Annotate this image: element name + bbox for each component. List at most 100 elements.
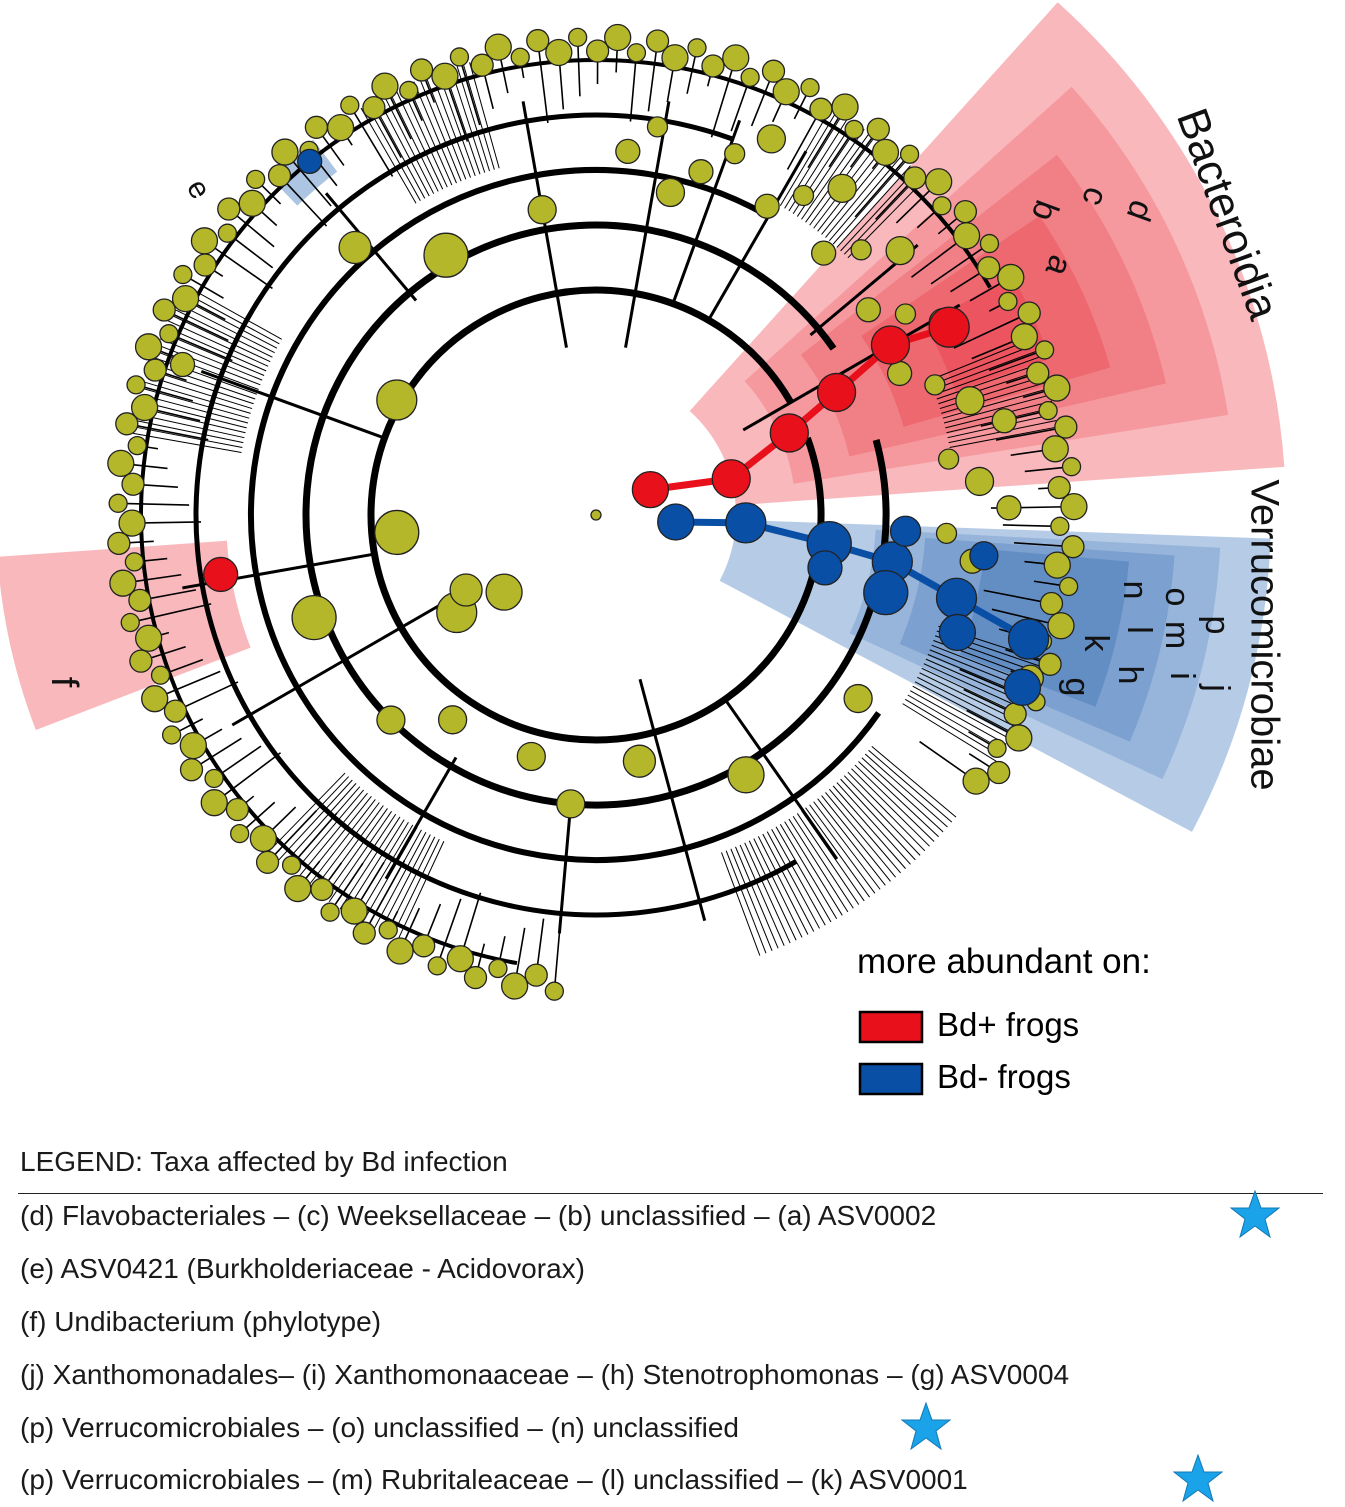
branch-fan [784, 821, 843, 916]
node-leaf [326, 113, 355, 142]
node-leaf [604, 23, 632, 52]
branch-fan [771, 829, 826, 926]
node-internal [376, 705, 406, 735]
node-leaf [925, 168, 953, 196]
legend-row-verrucomicrobiales-rubritaleaceae: (p) Verrucomicrobiales – (m) Rubritaleac… [20, 1464, 968, 1496]
node-leaf [1060, 493, 1088, 521]
node-leaf [120, 612, 140, 633]
branch-fan [297, 792, 368, 879]
branch-fan [267, 772, 346, 853]
branch-fan [917, 676, 1016, 728]
node-leaf [997, 263, 1025, 292]
branch-fan [165, 326, 267, 372]
branch-leaf [930, 246, 985, 285]
branch-fan [792, 815, 854, 909]
legend-label-bd-negative: Bd- frogs [937, 1058, 1071, 1095]
node-leaf [955, 386, 985, 416]
node-leaf [903, 166, 927, 190]
branch-fan [173, 308, 273, 358]
branch-fan [832, 785, 906, 869]
node-leaf [431, 62, 459, 90]
node-leaf [935, 522, 958, 545]
branch-fan [134, 426, 243, 449]
node-leaf [1026, 361, 1050, 385]
node-leaf [1043, 551, 1071, 579]
branch-fan [779, 823, 838, 919]
branch-leaf [988, 351, 1040, 372]
node-leaf [544, 981, 564, 1001]
node-leaf [645, 29, 670, 53]
legend-divider [18, 1193, 1323, 1194]
branch-fan [307, 799, 376, 887]
node-leaf [446, 945, 474, 973]
branch-fan [456, 65, 491, 172]
branch-fan [942, 388, 1049, 419]
branch-fan [725, 850, 767, 954]
highlight-d [744, 86, 1229, 484]
branch-fan [302, 796, 372, 883]
node-leaf [108, 493, 128, 513]
star-icon [1230, 1190, 1280, 1238]
node-leaf [249, 824, 278, 853]
branch-leaf [232, 212, 275, 248]
branch-fan [796, 813, 860, 905]
branch-fan [721, 852, 761, 956]
branch-fan [318, 805, 384, 895]
node-leaf [811, 240, 837, 266]
node-leaf [271, 138, 299, 166]
node-root [590, 509, 602, 521]
branch-fan [401, 86, 448, 188]
branch-fan [425, 76, 467, 180]
node-leaf [281, 855, 302, 875]
branch-spoke [200, 369, 386, 440]
node-leaf [655, 177, 686, 208]
node-bd-negative-e [297, 148, 323, 175]
branch-fan [854, 764, 935, 842]
node-leaf [267, 164, 292, 188]
branch-fan [360, 107, 417, 204]
taxon-letter-n: n [1116, 581, 1154, 600]
branch-leaf [141, 385, 194, 402]
node-leaf [894, 303, 917, 325]
branch-leaf [218, 752, 282, 800]
taxon-letter-i: i [1163, 672, 1201, 680]
branch-fan [739, 844, 785, 946]
node-leaf [320, 902, 340, 922]
node-leaf [510, 47, 530, 67]
branch-fan [162, 332, 265, 376]
node-leaf [661, 44, 689, 72]
legend-row-text: (j) Xanthomonadales– (i) Xanthomonaaceae… [20, 1359, 1070, 1390]
node-leaf [1050, 516, 1070, 536]
node-leaf [885, 235, 915, 266]
taxon-letter-l: l [1120, 626, 1158, 634]
node-leaf [129, 649, 153, 673]
branch-fan [176, 302, 275, 354]
node-leaf [1061, 457, 1082, 477]
branch-fan [828, 156, 901, 242]
branch-fan [312, 802, 380, 891]
branch-fan [469, 62, 500, 169]
node-leaf [171, 284, 200, 313]
branch-fan [779, 111, 838, 207]
branch-leaf [953, 314, 1025, 349]
node-leaf [1047, 475, 1071, 500]
branch-fan [377, 98, 430, 197]
branch-fan [135, 420, 244, 444]
node-leaf [899, 144, 920, 164]
node-leaf [484, 33, 512, 61]
node-leaf [979, 233, 1000, 254]
node-leaf [1047, 612, 1075, 640]
node-leaf [724, 143, 746, 165]
taxon-letter-p: p [1198, 616, 1236, 635]
branch-fan [356, 824, 414, 920]
branch-fan [919, 672, 1019, 722]
node-leaf [626, 43, 647, 63]
branch-leaf [319, 131, 345, 166]
branch-fan [385, 836, 436, 936]
branch-leaf [854, 158, 907, 218]
node-leaf [844, 119, 864, 140]
node-bd-positive-f [203, 556, 239, 593]
branch-fan [170, 314, 271, 363]
node-leaf [126, 375, 146, 395]
branch-fan [847, 771, 926, 852]
